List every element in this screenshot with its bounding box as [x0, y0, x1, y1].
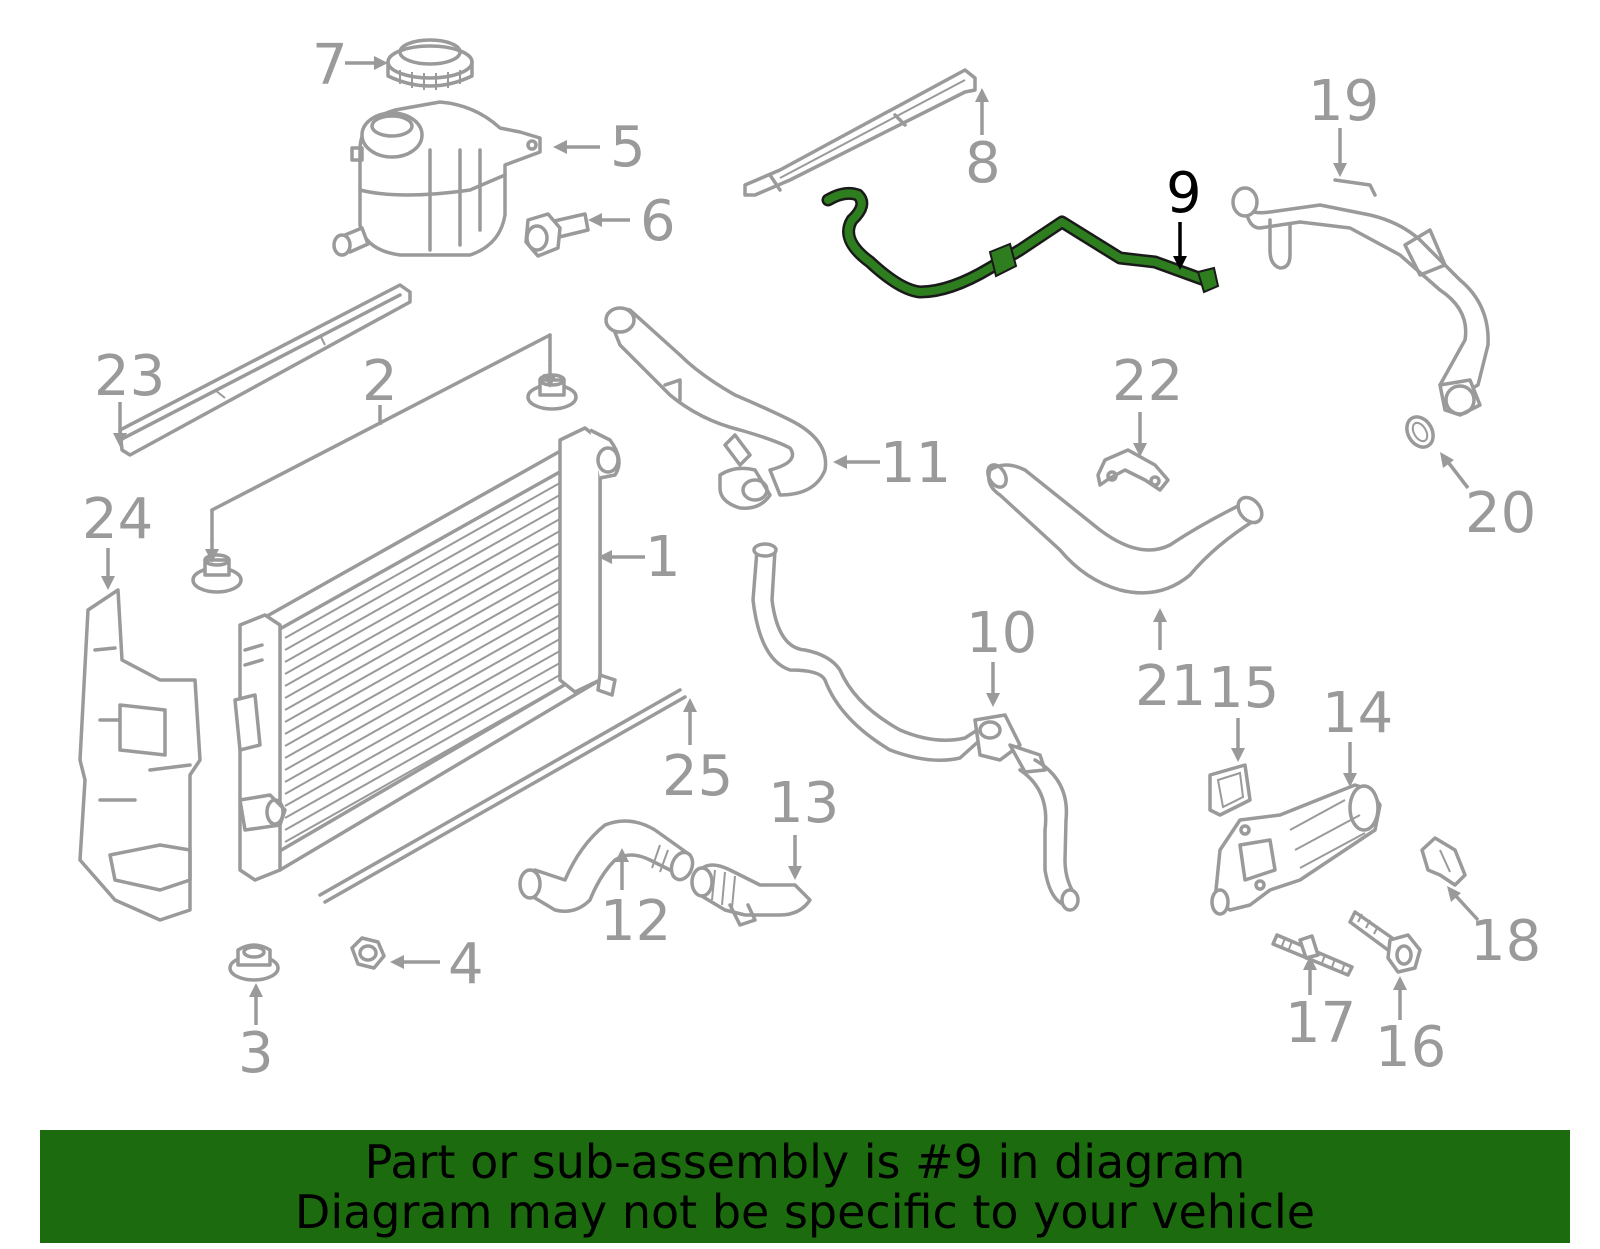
callout-label-6[interactable]: 6	[640, 189, 676, 254]
callout-label-1[interactable]: 1	[645, 525, 681, 590]
part-8-bracket[interactable]	[743, 68, 977, 197]
callout-label-7[interactable]: 7	[312, 33, 348, 98]
part-3-lower-insulator[interactable]	[228, 943, 280, 982]
part-20-o-ring[interactable]	[1402, 412, 1439, 452]
info-banner: Part or sub-assembly is #9 in diagram Di…	[40, 1130, 1570, 1243]
part-4-nut[interactable]	[350, 936, 386, 970]
callout-label-18[interactable]: 18	[1470, 909, 1541, 974]
callout-label-24[interactable]: 24	[82, 487, 153, 552]
callout-labels: 7 5 6 8 9 19 23 2 24 1 11 22 20 10 21 15…	[82, 33, 1541, 1086]
part-2-insulators[interactable]	[191, 333, 578, 594]
part-1-radiator[interactable]	[233, 426, 621, 882]
part-23-seal[interactable]	[118, 283, 412, 457]
part-14-thermostat-housing[interactable]	[1210, 783, 1382, 916]
callout-leaders	[101, 56, 1480, 1025]
callout-label-13[interactable]: 13	[768, 771, 839, 836]
callout-label-20[interactable]: 20	[1465, 481, 1536, 546]
part-12-hose[interactable]	[518, 819, 696, 913]
callout-label-21[interactable]: 21	[1135, 654, 1206, 719]
part-18-clip[interactable]	[1420, 836, 1467, 887]
part-10-hose[interactable]	[751, 542, 1080, 912]
callout-label-19[interactable]: 19	[1308, 69, 1379, 134]
callout-label-5[interactable]: 5	[610, 115, 646, 180]
callout-label-22[interactable]: 22	[1112, 349, 1183, 414]
callout-label-4[interactable]: 4	[448, 932, 484, 997]
callout-label-9[interactable]: 9	[1166, 161, 1202, 226]
callout-label-25[interactable]: 25	[662, 744, 733, 809]
callout-label-17[interactable]: 17	[1285, 991, 1356, 1056]
part-16-bolt[interactable]	[1348, 910, 1422, 974]
part-24-deflector[interactable]	[78, 588, 202, 922]
callout-label-3[interactable]: 3	[238, 1021, 274, 1086]
part-19-hose[interactable]	[1231, 178, 1490, 417]
part-13-hose[interactable]	[690, 863, 812, 927]
callout-label-2[interactable]: 2	[362, 349, 398, 414]
callout-label-8[interactable]: 8	[965, 131, 1001, 196]
part-5-coolant-reservoir[interactable]	[332, 100, 542, 257]
part-11-hose[interactable]	[604, 306, 828, 510]
part-21-hose[interactable]	[984, 462, 1267, 595]
part-9-coolant-hose-highlighted[interactable]	[821, 186, 1220, 299]
callout-label-12[interactable]: 12	[600, 889, 671, 954]
callout-label-16[interactable]: 16	[1375, 1015, 1446, 1080]
parts-diagram: 7 5 6 8 9 19 23 2 24 1 11 22 20 10 21 15…	[78, 33, 1541, 1086]
callout-label-14[interactable]: 14	[1322, 681, 1393, 746]
part-25-lower-seal[interactable]	[318, 688, 687, 904]
callout-label-15[interactable]: 15	[1208, 656, 1279, 721]
banner-line-part-info: Part or sub-assembly is #9 in diagram	[364, 1134, 1246, 1189]
part-7-reservoir-cap[interactable]	[386, 38, 474, 90]
part-22-bracket[interactable]	[1096, 448, 1170, 492]
banner-line-disclaimer: Diagram may not be specific to your vehi…	[294, 1184, 1316, 1239]
callout-label-23[interactable]: 23	[94, 344, 165, 409]
part-15-gasket[interactable]	[1208, 763, 1252, 817]
part-17-stud[interactable]	[1271, 933, 1354, 977]
part-6-bolt[interactable]	[524, 212, 590, 258]
callout-label-11[interactable]: 11	[880, 431, 951, 496]
callout-label-10[interactable]: 10	[966, 601, 1037, 666]
